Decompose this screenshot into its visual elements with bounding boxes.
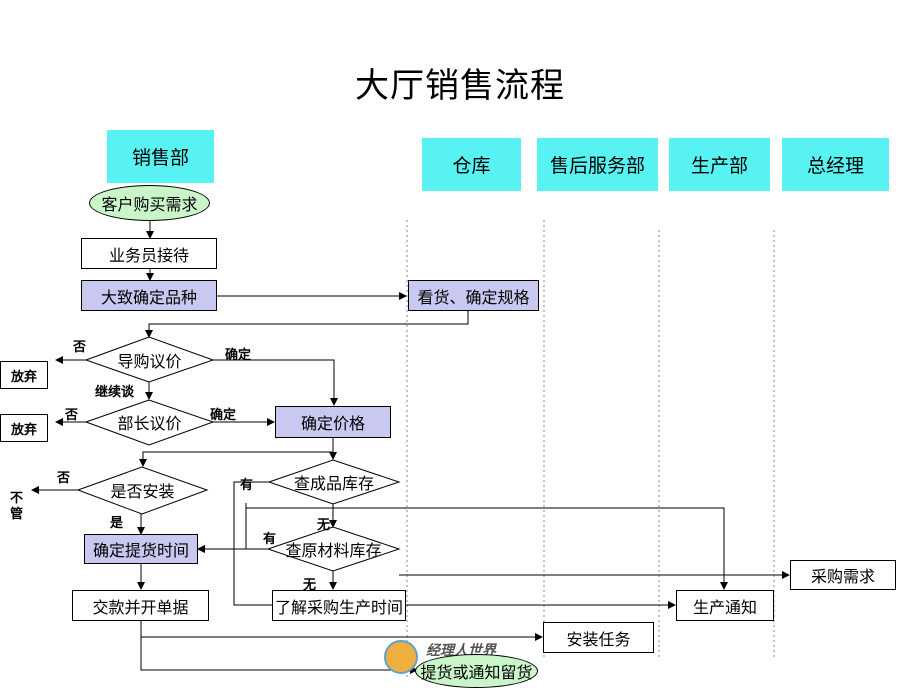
purchase-time-node: 了解采购生产时间 [272,590,406,621]
manager-price-diamond [84,399,215,446]
confirm-price-node: 确定价格 [275,406,391,438]
payment-node: 交款并开单据 [72,590,209,621]
check-material-diamond [266,526,401,572]
edge-have-2: 有 [263,531,277,546]
production-notice-node: 生产通知 [676,590,774,621]
edge-no-2: 否 [65,407,79,422]
customer-demand-node: 客户购买需求 [89,185,210,221]
purchase-demand-node: 采购需求 [790,560,896,590]
check-material-label: 查原材料库存 [285,543,382,560]
edge-no-3: 否 [57,470,71,485]
edge-yes-install: 是 [110,515,124,530]
lane-gm: 总经理 [782,138,889,191]
no-care-label: 不 管 [10,490,24,521]
need-install-diamond [76,466,209,515]
lane-after-sales: 售后服务部 [537,138,658,191]
edge-continue: 继续谈 [95,384,135,399]
give-up-box-2: 放弃 [0,414,48,442]
guide-price-diamond [84,336,215,383]
confirm-delivery-node: 确定提货时间 [84,534,198,564]
lane-warehouse: 仓库 [422,138,521,191]
need-install-label: 是否安装 [110,484,175,501]
edge-have-1: 有 [240,477,254,492]
lane-sales: 销售部 [107,130,214,183]
view-goods-node: 看货、确定规格 [408,280,539,311]
edge-none-2: 无 [303,577,317,592]
manager-price-label: 部长议价 [117,416,182,433]
edge-confirm-2: 确定 [210,407,237,422]
check-stock-diamond [267,459,401,505]
check-stock-label: 查成品库存 [293,476,374,493]
edge-confirm-1: 确定 [225,347,252,362]
lane-production: 生产部 [669,138,770,191]
watermark-logo [384,640,418,674]
lane-dividers [406,220,775,680]
determine-variety-node: 大致确定品种 [81,280,217,311]
guide-price-label: 导购议价 [117,354,182,371]
page-title: 大厅销售流程 [355,67,565,105]
edge-no-1: 否 [73,339,87,354]
pickup-notice-node: 提货或通知留货 [415,654,538,688]
give-up-box-1: 放弃 [0,361,48,389]
edge-none-1: 无 [317,517,331,532]
install-task-node: 安装任务 [543,622,654,653]
reception-node: 业务员接待 [81,238,217,269]
